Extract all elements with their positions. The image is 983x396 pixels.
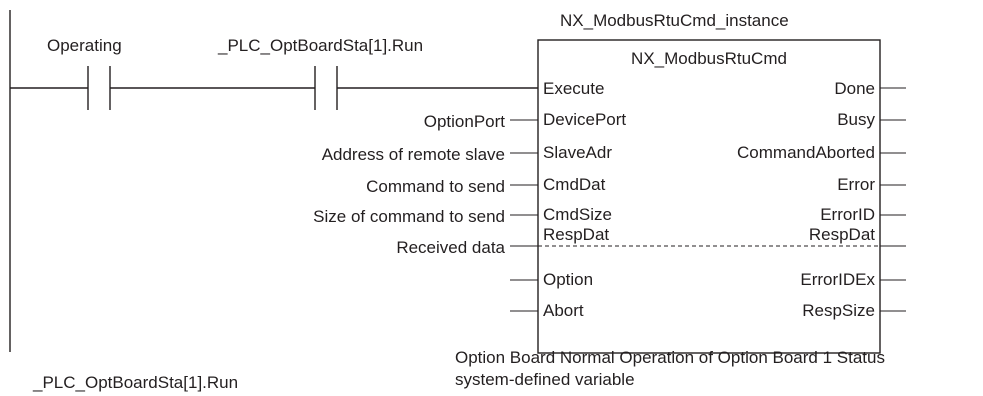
- input-pins: [510, 119, 538, 312]
- input-cmddat: CmdDat: [543, 175, 606, 194]
- footer-description-line2: system-defined variable: [455, 370, 635, 389]
- output-respdat: RespDat: [809, 225, 875, 244]
- input-deviceport: DevicePort: [543, 110, 626, 129]
- output-error: Error: [837, 175, 875, 194]
- output-pins: [880, 87, 906, 312]
- contact-operating: [87, 66, 111, 110]
- input-respdat: RespDat: [543, 225, 609, 244]
- input-option: Option: [543, 270, 593, 289]
- contact-opt-board-run: [314, 66, 338, 110]
- function-block-name: NX_ModbusRtuCmd: [631, 49, 787, 68]
- output-erroridex: ErrorIDEx: [800, 270, 875, 289]
- function-block: [537, 39, 881, 354]
- input-variable-labels: OptionPort Address of remote slave Comma…: [313, 112, 505, 257]
- block-outputs: Done Busy CommandAborted Error ErrorID R…: [737, 79, 875, 320]
- output-busy: Busy: [837, 110, 875, 129]
- input-slaveadr: SlaveAdr: [543, 143, 612, 162]
- label-command-size: Size of command to send: [313, 207, 505, 226]
- output-respsize: RespSize: [802, 301, 875, 320]
- label-remote-slave: Address of remote slave: [322, 145, 505, 164]
- label-option-port: OptionPort: [424, 112, 506, 131]
- contact-operating-label: Operating: [47, 36, 122, 55]
- input-cmdsize: CmdSize: [543, 205, 612, 224]
- instance-name: NX_ModbusRtuCmd_instance: [560, 11, 789, 30]
- label-received-data: Received data: [396, 238, 505, 257]
- output-errorid: ErrorID: [820, 205, 875, 224]
- input-execute: Execute: [543, 79, 604, 98]
- output-commandaborted: CommandAborted: [737, 143, 875, 162]
- output-done: Done: [834, 79, 875, 98]
- footer-variable: _PLC_OptBoardSta[1].Run: [32, 373, 238, 392]
- label-command-to-send: Command to send: [366, 177, 505, 196]
- footer-description-line1: Option Board Normal Operation of Option …: [455, 348, 885, 367]
- block-inputs: Execute DevicePort SlaveAdr CmdDat CmdSi…: [543, 79, 626, 320]
- contact-opt-board-run-label: _PLC_OptBoardSta[1].Run: [217, 36, 423, 55]
- input-abort: Abort: [543, 301, 584, 320]
